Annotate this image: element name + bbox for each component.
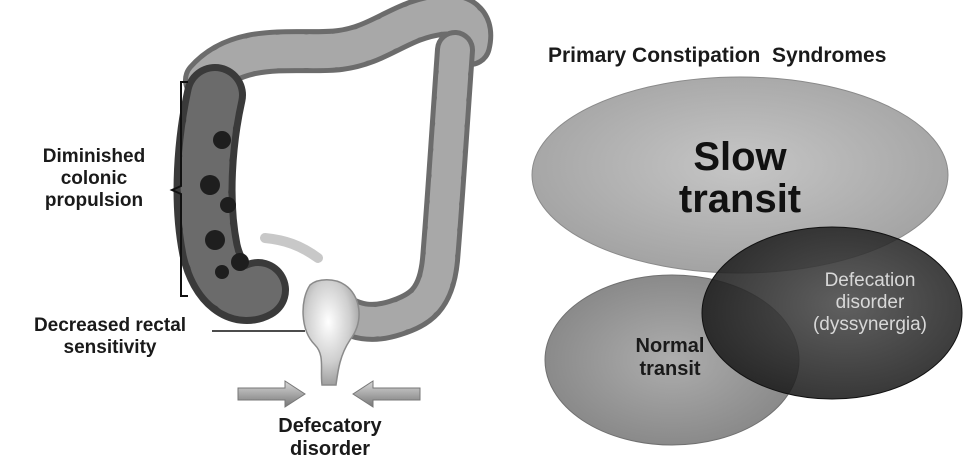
defecation-line-2: disorder — [790, 292, 950, 314]
defecation-line-3: (dyssynergia) — [790, 314, 950, 336]
normal-transit-line-2: transit — [600, 358, 740, 381]
slow-transit-line-2: transit — [640, 178, 840, 220]
normal-transit-line-1: Normal — [600, 335, 740, 358]
normal-transit-label: Normal transit — [600, 335, 740, 381]
defecation-line-1: Defecation — [790, 270, 950, 292]
slow-transit-label: Slow transit — [640, 136, 840, 220]
diagram-title: Primary Constipation Syndromes — [548, 44, 968, 68]
slow-transit-line-1: Slow — [640, 136, 840, 178]
defecation-disorder-label: Defecation disorder (dyssynergia) — [790, 270, 950, 336]
